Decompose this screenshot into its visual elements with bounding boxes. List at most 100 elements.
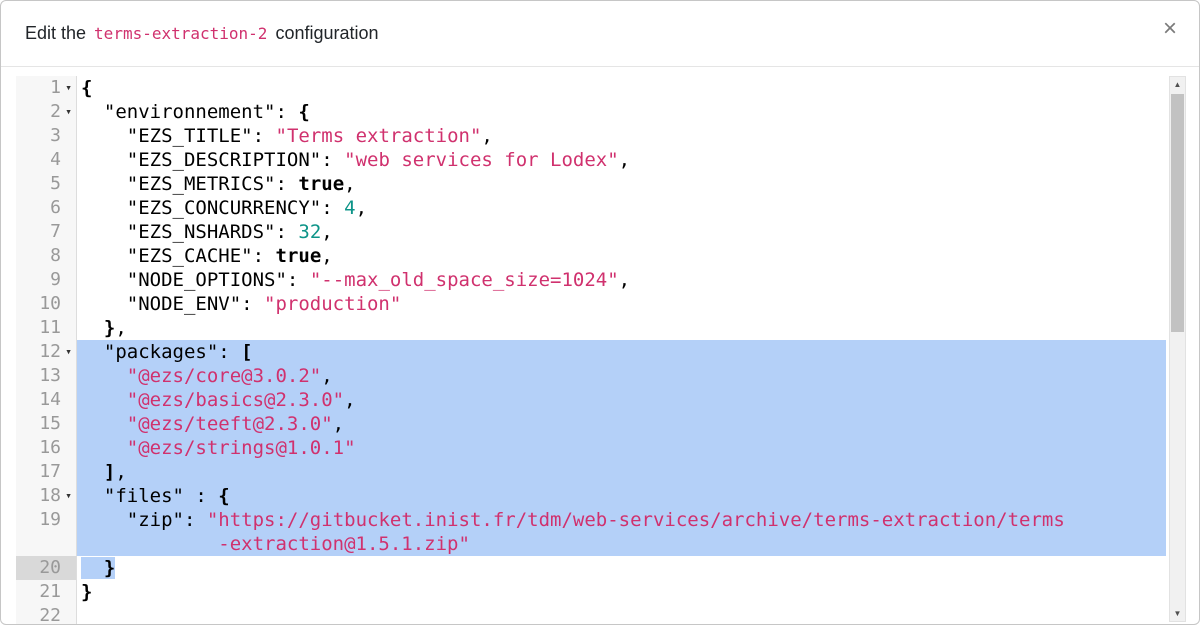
line-number-gutter: 14 <box>16 388 77 412</box>
code-text[interactable]: "NODE_OPTIONS": "--max_old_space_size=10… <box>126 269 631 291</box>
line-number: 7 <box>50 221 61 242</box>
code-line[interactable]: 4 "EZS_DESCRIPTION": "web services for L… <box>16 148 1166 172</box>
line-number-gutter: 16 <box>16 436 77 460</box>
line-number-gutter: 8 <box>16 244 77 268</box>
line-number: 20 <box>39 557 61 578</box>
code-line[interactable]: 8 "EZS_CACHE": true, <box>16 244 1166 268</box>
title-suffix: configuration <box>270 23 379 43</box>
code-line[interactable]: 7 "EZS_NSHARDS": 32, <box>16 220 1166 244</box>
line-number-gutter: 22 <box>16 604 77 624</box>
line-number: 12 <box>39 341 61 362</box>
code-line[interactable]: 18 ▾ "files" : { <box>16 484 1166 508</box>
line-number: 19 <box>39 509 61 530</box>
line-number-gutter: 15 <box>16 412 77 436</box>
line-number-gutter: 4 <box>16 148 77 172</box>
code-text[interactable] <box>77 604 1166 624</box>
code-text[interactable]: "files" : { <box>77 484 1166 508</box>
fold-arrow-icon[interactable]: ▾ <box>65 489 72 502</box>
modal-title: Edit the terms-extraction-2 configuratio… <box>25 23 379 44</box>
line-number-gutter: 19 <box>16 508 77 532</box>
code-line[interactable]: 17 ], <box>16 460 1166 484</box>
code-text[interactable]: "NODE_ENV": "production" <box>126 293 402 315</box>
fold-arrow-icon[interactable]: ▾ <box>65 105 72 118</box>
line-number-gutter: 13 <box>16 364 77 388</box>
close-button[interactable]: × <box>1157 15 1183 43</box>
line-number-gutter: 10 <box>16 292 77 316</box>
code-text[interactable]: "@ezs/teeft@2.3.0", <box>77 412 1166 436</box>
scroll-down-button[interactable]: ▼ <box>1170 606 1185 621</box>
scrollbar-thumb[interactable] <box>1171 94 1184 332</box>
line-number-gutter: 17 <box>16 460 77 484</box>
code-line[interactable]: 16 "@ezs/strings@1.0.1" <box>16 436 1166 460</box>
modal-header: Edit the terms-extraction-2 configuratio… <box>1 1 1199 67</box>
line-number-gutter: 3 <box>16 124 77 148</box>
line-number: 15 <box>39 413 61 434</box>
code-text[interactable]: "EZS_TITLE": "Terms extraction", <box>126 125 493 147</box>
code-line[interactable]: 1▾{ <box>16 76 1166 100</box>
code-line[interactable]: 9 "NODE_OPTIONS": "--max_old_space_size=… <box>16 268 1166 292</box>
line-number: 2 <box>50 101 61 122</box>
line-number-gutter: 11 <box>16 316 77 340</box>
line-number: 14 <box>39 389 61 410</box>
line-number-gutter: 1▾ <box>16 76 77 100</box>
line-number-gutter: 12 ▾ <box>16 340 77 364</box>
fold-arrow-icon[interactable]: ▾ <box>65 81 72 94</box>
code-text[interactable]: "EZS_CACHE": true, <box>126 245 333 267</box>
code-line[interactable]: 6 "EZS_CONCURRENCY": 4, <box>16 196 1166 220</box>
code-text[interactable]: -extraction@1.5.1.zip" <box>77 532 1166 556</box>
code-text[interactable]: "EZS_DESCRIPTION": "web services for Lod… <box>126 149 631 171</box>
code-text[interactable]: "EZS_CONCURRENCY": 4, <box>126 197 368 219</box>
code-line[interactable]: 21} <box>16 580 1166 604</box>
line-number: 3 <box>50 125 61 146</box>
code-text[interactable]: } <box>77 556 1166 580</box>
fold-arrow-icon[interactable]: ▾ <box>65 345 72 358</box>
code-text[interactable]: } <box>81 581 93 603</box>
code-text[interactable]: { <box>81 77 93 99</box>
code-line[interactable]: 22 <box>16 604 1166 624</box>
scrollbar[interactable]: ▲ ▼ <box>1169 76 1186 622</box>
code-line[interactable]: 10 "NODE_ENV": "production" <box>16 292 1166 316</box>
code-text[interactable]: "@ezs/basics@2.3.0", <box>77 388 1166 412</box>
code-line[interactable]: 19 "zip": "https://gitbucket.inist.fr/td… <box>16 508 1166 532</box>
line-number-gutter: 20 <box>16 556 77 580</box>
line-number-gutter: 9 <box>16 268 77 292</box>
code-text[interactable]: "@ezs/strings@1.0.1" <box>77 436 1166 460</box>
code-line[interactable]: -extraction@1.5.1.zip" <box>16 532 1166 556</box>
code-text[interactable]: "EZS_NSHARDS": 32, <box>126 221 333 243</box>
line-number: 17 <box>39 461 61 482</box>
scroll-up-button[interactable]: ▲ <box>1170 77 1185 92</box>
config-name-code: terms-extraction-2 <box>94 24 268 43</box>
line-number-gutter: 6 <box>16 196 77 220</box>
code-text[interactable]: "@ezs/core@3.0.2", <box>77 364 1166 388</box>
line-number: 6 <box>50 197 61 218</box>
line-number-gutter: 7 <box>16 220 77 244</box>
code-line[interactable]: 14 "@ezs/basics@2.3.0", <box>16 388 1166 412</box>
code-line[interactable]: 13 "@ezs/core@3.0.2", <box>16 364 1166 388</box>
line-number-gutter: 21 <box>16 580 77 604</box>
line-number: 11 <box>39 317 61 338</box>
line-number: 13 <box>39 365 61 386</box>
code-text[interactable]: "packages": [ <box>77 340 1166 364</box>
code-text[interactable]: "environnement": { <box>103 101 310 123</box>
code-text[interactable]: "EZS_METRICS": true, <box>126 173 356 195</box>
code-line[interactable]: 3 "EZS_TITLE": "Terms extraction", <box>16 124 1166 148</box>
line-number: 1 <box>50 77 61 98</box>
line-number: 4 <box>50 149 61 170</box>
code-line[interactable]: 20 } <box>16 556 1166 580</box>
line-number: 16 <box>39 437 61 458</box>
line-number: 10 <box>39 293 61 314</box>
code-line[interactable]: 5 "EZS_METRICS": true, <box>16 172 1166 196</box>
code-line[interactable]: 12 ▾ "packages": [ <box>16 340 1166 364</box>
code-line[interactable]: 2▾ "environnement": { <box>16 100 1166 124</box>
code-line[interactable]: 11 }, <box>16 316 1166 340</box>
code-text[interactable]: }, <box>103 317 127 339</box>
line-number: 18 <box>39 485 61 506</box>
code-text[interactable]: "zip": "https://gitbucket.inist.fr/tdm/w… <box>77 508 1166 532</box>
modal-body: 1▾{2▾ "environnement": {3 "EZS_TITLE": "… <box>1 67 1199 624</box>
line-number-gutter: 2▾ <box>16 100 77 124</box>
json-config-editor[interactable]: 1▾{2▾ "environnement": {3 "EZS_TITLE": "… <box>16 76 1166 624</box>
code-line[interactable]: 15 "@ezs/teeft@2.3.0", <box>16 412 1166 436</box>
code-text[interactable]: ], <box>77 460 1166 484</box>
line-number: 9 <box>50 269 61 290</box>
